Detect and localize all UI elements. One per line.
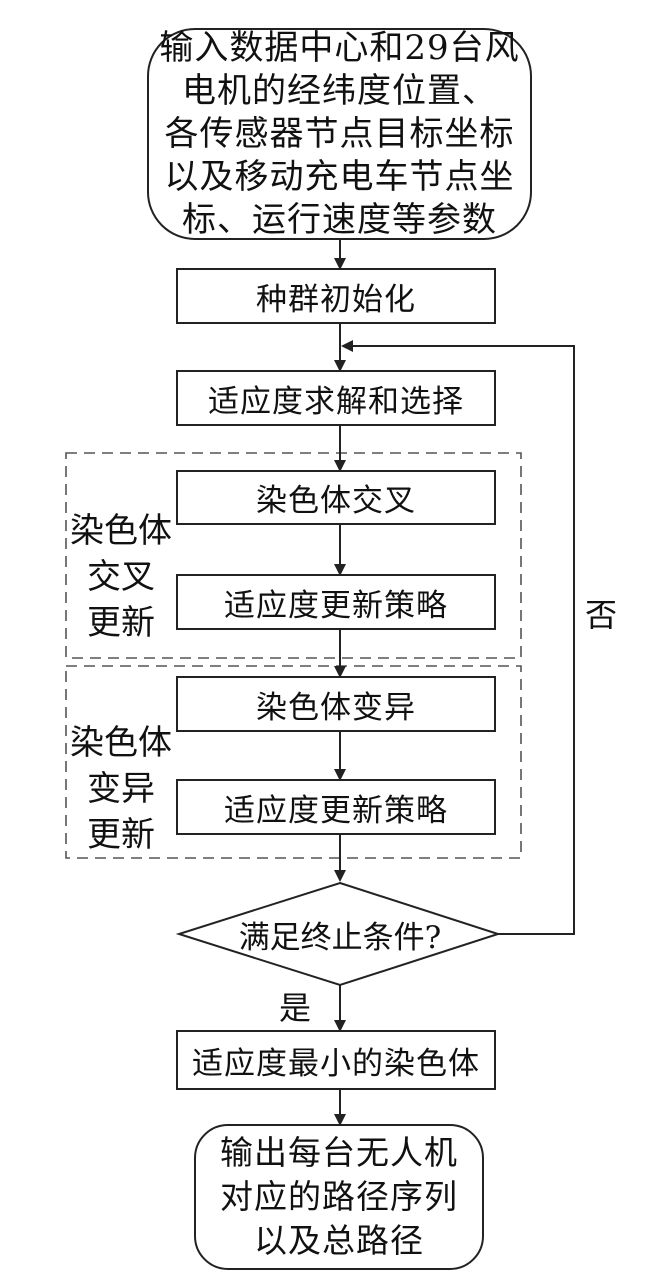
- decision-diamond: [175, 881, 502, 987]
- fitness-update-node-2: 适应度更新策略: [176, 779, 496, 835]
- decision-label: 满足终止条件?: [238, 919, 442, 956]
- yes-label: 是: [279, 989, 312, 1027]
- input-parameters-node: 输入数据中心和29台风 电机的经纬度位置、 各传感器节点目标坐标 以及移动充电车…: [147, 28, 532, 240]
- mutation-group-label: 染色体 变异 更新: [70, 723, 172, 855]
- fitness-update-node-1: 适应度更新策略: [176, 574, 496, 630]
- crossover-node: 染色体交叉: [176, 470, 496, 525]
- output-paths-node: 输出每台无人机 对应的路径序列 以及总路径: [194, 1124, 484, 1270]
- crossover-group-label: 染色体 交叉 更新: [70, 511, 172, 643]
- mutation-node: 染色体变异: [176, 676, 496, 732]
- best-chromosome-node: 适应度最小的染色体: [176, 1030, 496, 1090]
- population-init-node: 种群初始化: [176, 268, 496, 324]
- fitness-selection-node: 适应度求解和选择: [176, 370, 496, 426]
- crossover-group-box: [65, 452, 522, 659]
- mutation-group-box: [65, 665, 522, 859]
- no-label: 否: [585, 596, 618, 634]
- loop-back-connector: [341, 340, 575, 935]
